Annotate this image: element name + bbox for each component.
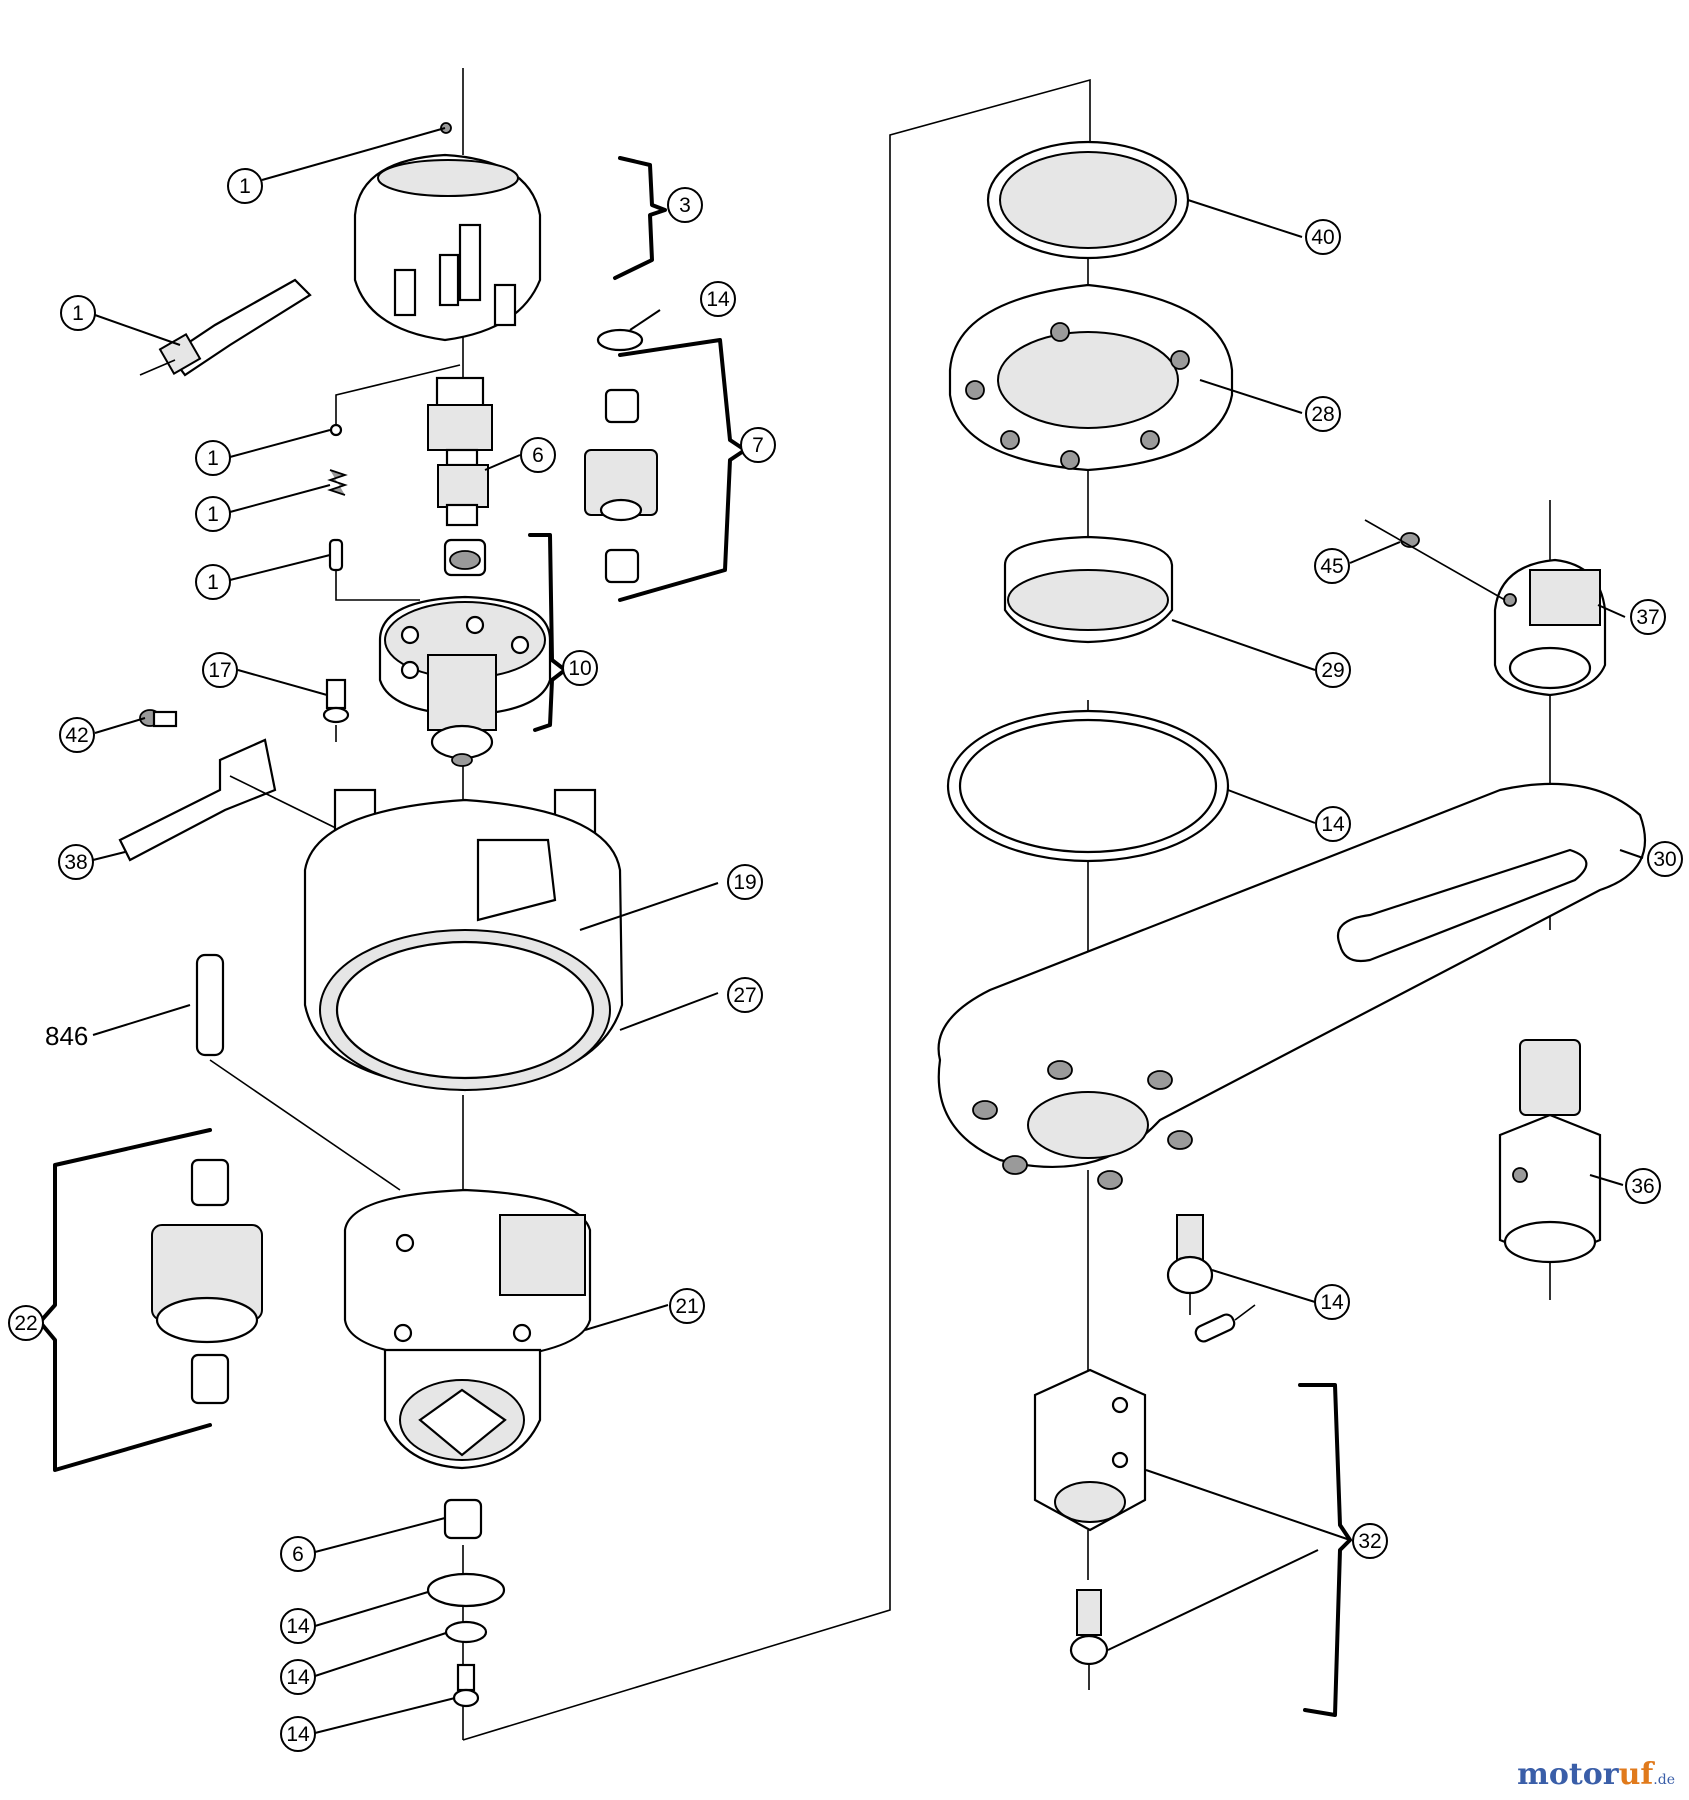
callout-label: 14 bbox=[286, 1666, 310, 1689]
callout-label: 28 bbox=[1311, 403, 1334, 426]
leader-lines bbox=[92, 127, 1644, 1734]
small-washer bbox=[444, 1620, 488, 1644]
torque-arm bbox=[937, 782, 1647, 1190]
callout-14-small: 14 bbox=[280, 1659, 316, 1695]
callout-1-pin: 1 bbox=[60, 295, 96, 331]
callout-19: 19 bbox=[727, 864, 763, 900]
callout-label: 14 bbox=[1320, 1291, 1344, 1314]
callout-label: 38 bbox=[64, 851, 87, 874]
callout-label: 37 bbox=[1636, 606, 1659, 629]
planet-carrier bbox=[378, 595, 552, 767]
callout-7: 7 bbox=[740, 427, 776, 463]
callout-label: 7 bbox=[752, 434, 764, 457]
callout-28: 28 bbox=[1305, 396, 1341, 432]
callout-label: 10 bbox=[568, 657, 591, 680]
callout-label: 42 bbox=[65, 724, 88, 747]
callout-label: 14 bbox=[286, 1723, 310, 1746]
spring bbox=[327, 469, 348, 496]
callout-14-screw: 14 bbox=[280, 1716, 316, 1752]
adapter-screw bbox=[1069, 1589, 1109, 1690]
callout-38: 38 bbox=[58, 844, 94, 880]
callout-label: 17 bbox=[208, 659, 231, 682]
bracket-plate bbox=[118, 709, 351, 862]
callout-14-oring: 14 bbox=[1315, 806, 1351, 842]
planet-gear-group bbox=[151, 1158, 263, 1405]
hex-fitting bbox=[1498, 1039, 1602, 1264]
callout-17: 17 bbox=[202, 652, 238, 688]
callout-3: 3 bbox=[667, 187, 703, 223]
watermark-logo: motoruf.de bbox=[1517, 1757, 1675, 1792]
callout-36: 36 bbox=[1625, 1168, 1661, 1204]
callout-32: 32 bbox=[1352, 1523, 1388, 1559]
callout-21: 21 bbox=[669, 1288, 705, 1324]
callout-10: 10 bbox=[562, 650, 598, 686]
callout-label: 29 bbox=[1321, 659, 1344, 682]
callout-1-top: 1 bbox=[227, 168, 263, 204]
callout-label: 1 bbox=[72, 302, 84, 325]
planet-gear-set bbox=[584, 328, 658, 584]
callout-label: 19 bbox=[733, 871, 756, 894]
callout-label: 36 bbox=[1631, 1175, 1654, 1198]
dowel-rod bbox=[195, 953, 225, 1057]
needle-bearing bbox=[443, 538, 487, 577]
gear-carrier bbox=[343, 1188, 592, 1470]
callout-label: 1 bbox=[207, 571, 219, 594]
callout-42: 42 bbox=[59, 717, 95, 753]
ring-gear-housing bbox=[303, 788, 624, 1092]
pin bbox=[328, 538, 344, 572]
callout-45: 45 bbox=[1314, 548, 1350, 584]
callout-1-rod: 1 bbox=[195, 564, 231, 600]
gear-shaft bbox=[427, 376, 493, 527]
bushing bbox=[1003, 535, 1174, 644]
callout-label: 14 bbox=[1321, 813, 1345, 836]
lower-bearing bbox=[443, 1498, 483, 1540]
callout-label: 45 bbox=[1320, 555, 1343, 578]
callout-30: 30 bbox=[1647, 841, 1683, 877]
callout-22: 22 bbox=[8, 1305, 44, 1341]
cap-screw bbox=[1166, 1214, 1214, 1315]
drive-adapter bbox=[1033, 1304, 1256, 1532]
screw bbox=[322, 678, 350, 742]
ball bbox=[329, 423, 343, 437]
callout-label: 40 bbox=[1311, 226, 1334, 249]
callout-label: 1 bbox=[207, 447, 219, 470]
watermark-suffix: .de bbox=[1653, 1772, 1675, 1788]
callout-label: 14 bbox=[706, 288, 730, 311]
callout-label: 1 bbox=[239, 175, 251, 198]
callout-label: 14 bbox=[286, 1615, 310, 1638]
callout-label: 22 bbox=[14, 1312, 37, 1335]
part-number-846: 846 bbox=[45, 1021, 88, 1051]
callout-40: 40 bbox=[1305, 219, 1341, 255]
callout-label: 1 bbox=[207, 503, 219, 526]
valve-pin bbox=[139, 278, 312, 377]
callout-14-capscrew: 14 bbox=[1314, 1284, 1350, 1320]
thrust-washer bbox=[426, 1572, 506, 1608]
watermark-part2: uf bbox=[1618, 1757, 1654, 1792]
set-screw bbox=[1364, 519, 1506, 601]
callout-14-washer: 14 bbox=[700, 281, 736, 317]
callout-29: 29 bbox=[1315, 652, 1351, 688]
callout-14-thrust: 14 bbox=[280, 1608, 316, 1644]
housing-cap bbox=[353, 122, 542, 342]
callout-1-ball: 1 bbox=[195, 440, 231, 476]
knurled-nut bbox=[1493, 558, 1607, 697]
watermark-part1: motor bbox=[1517, 1757, 1619, 1792]
callout-label: 27 bbox=[733, 984, 756, 1007]
callout-label: 32 bbox=[1358, 1530, 1381, 1553]
callout-37: 37 bbox=[1630, 599, 1666, 635]
callout-label: 30 bbox=[1653, 848, 1676, 871]
bottom-screw bbox=[452, 1663, 480, 1708]
callout-label: 6 bbox=[532, 444, 544, 467]
gear-ring bbox=[948, 283, 1234, 472]
callout-1-spring: 1 bbox=[195, 496, 231, 532]
callout-6-bearing: 6 bbox=[280, 1536, 316, 1572]
callout-27: 27 bbox=[727, 977, 763, 1013]
callout-label: 6 bbox=[292, 1543, 304, 1566]
callout-6-shaft: 6 bbox=[520, 437, 556, 473]
callout-label: 21 bbox=[675, 1295, 698, 1318]
callout-label: 3 bbox=[679, 194, 691, 217]
